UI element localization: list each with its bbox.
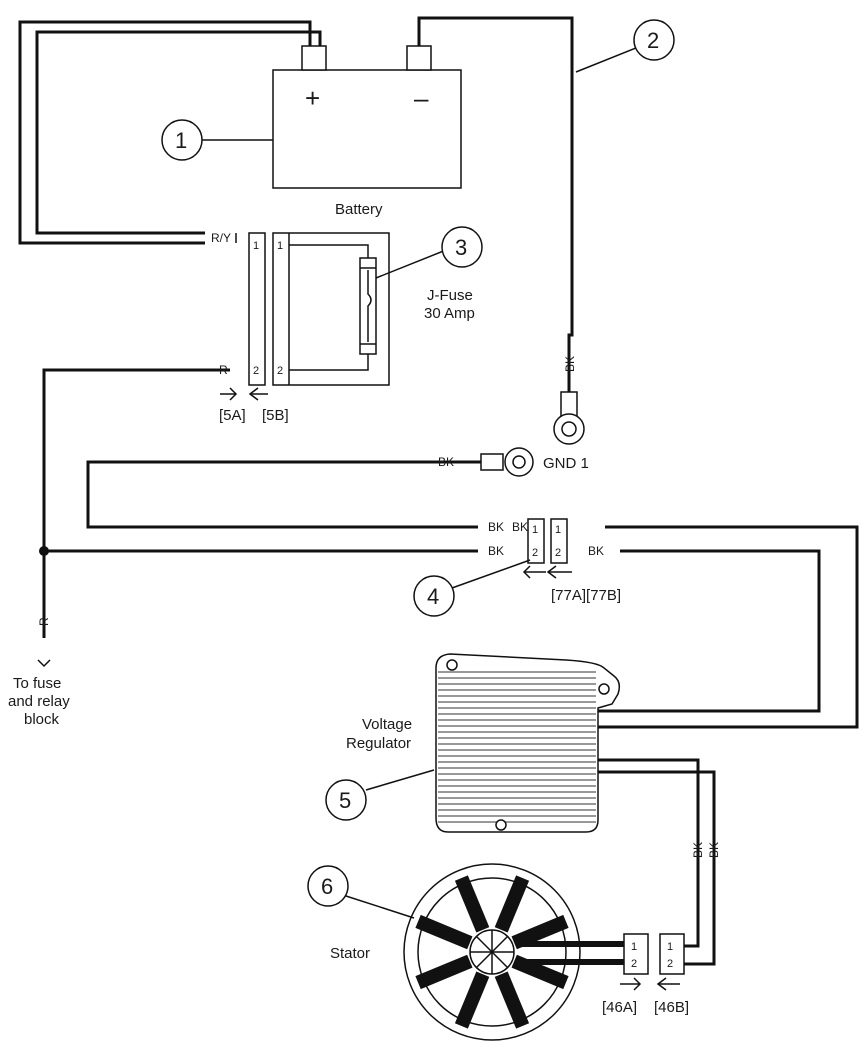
svg-text:5: 5 <box>339 788 351 813</box>
battery-negative-wire <box>417 16 574 392</box>
connector-77-label: [77A][77B] <box>551 587 621 604</box>
stator-pole <box>454 971 490 1029</box>
connector-77b <box>550 518 568 564</box>
battery-label: Battery <box>335 201 383 218</box>
svg-text:BK: BK <box>512 520 528 534</box>
fuse-callout-leader <box>375 249 447 279</box>
regulator-wire-2 <box>598 549 821 713</box>
svg-text:BK: BK <box>588 544 604 558</box>
svg-text:2: 2 <box>647 28 659 53</box>
regulator-body <box>435 653 621 833</box>
svg-text:2: 2 <box>631 958 637 970</box>
fuse-label-line1: J-Fuse <box>427 287 473 304</box>
battery-body <box>272 69 462 189</box>
stator-wire-1 <box>598 758 700 948</box>
stator-pole <box>511 914 569 950</box>
ground-wire-bk <box>86 460 481 529</box>
svg-text:6: 6 <box>321 874 333 899</box>
svg-text:2: 2 <box>253 365 259 377</box>
stator-pole <box>415 914 473 950</box>
regulator-mount-hole-1 <box>446 659 458 671</box>
battery-minus-sign: – <box>414 83 429 113</box>
callout-4: 4 <box>413 575 455 617</box>
callout-5: 5 <box>325 779 367 821</box>
connector-46: 1 2 1 2 [46A] [46B] <box>602 933 689 1016</box>
fuse-block-label-3: block <box>24 711 60 728</box>
regulator-fins <box>438 671 596 823</box>
connector-5a <box>248 232 266 386</box>
ground-1-label: GND 1 <box>543 455 589 472</box>
stator-label: Stator <box>330 945 370 962</box>
voltage-regulator: Voltage Regulator <box>346 653 621 833</box>
wire-label-r-vertical: R <box>37 617 51 626</box>
callout-1: 1 <box>161 119 273 161</box>
ground-1: GND 1 <box>543 391 589 472</box>
svg-text:BK: BK <box>488 520 504 534</box>
connector-46b <box>659 933 685 975</box>
wire-label-bk-gnd: BK <box>563 356 577 372</box>
svg-text:1: 1 <box>631 941 637 953</box>
wire-label-bk-stator-2: BK <box>707 842 721 858</box>
ground-ring-terminal <box>480 453 504 471</box>
connector-46a-label: [46A] <box>602 999 637 1016</box>
regulator-label-line2: Regulator <box>346 735 411 752</box>
stator-pole <box>494 875 530 933</box>
svg-text:2: 2 <box>555 547 561 559</box>
fuse-block-label-2: and relay <box>8 693 70 710</box>
battery: + – Battery <box>272 45 462 218</box>
connector-46a <box>623 933 649 975</box>
connector-77-callout-leader <box>451 559 531 589</box>
wire-break-symbol <box>37 659 51 668</box>
wire-label-bk-stator-1: BK <box>691 842 705 858</box>
fuse-block-label-1: To fuse <box>13 675 61 692</box>
callout-2: 2 <box>575 19 675 73</box>
battery-negative-terminal <box>406 45 432 71</box>
svg-text:2: 2 <box>667 958 673 970</box>
svg-text:1: 1 <box>532 524 538 536</box>
svg-text:BK: BK <box>488 544 504 558</box>
stator-callout-leader <box>345 895 415 919</box>
svg-text:1: 1 <box>277 240 283 252</box>
svg-text:1: 1 <box>253 240 259 252</box>
svg-text:1: 1 <box>667 941 673 953</box>
stator-wire-2 <box>598 770 716 966</box>
wire-label-ry: R/Y <box>211 231 231 245</box>
regulator-mount-hole-2 <box>598 683 610 695</box>
svg-text:3: 3 <box>455 235 467 260</box>
svg-text:2: 2 <box>532 547 538 559</box>
stator-pole <box>494 971 530 1029</box>
stator-pole <box>415 954 473 990</box>
stator: Stator <box>330 863 581 1041</box>
battery-positive-wire <box>18 20 322 245</box>
battery-plus-sign: + <box>305 83 320 113</box>
svg-text:1: 1 <box>555 524 561 536</box>
connector-5a-label: [5A] <box>219 407 246 424</box>
callout-3: 3 <box>441 226 483 268</box>
svg-text:1: 1 <box>175 128 187 153</box>
battery-positive-terminal <box>301 45 327 71</box>
connector-5: 1 2 1 2 R/Y [5A] [5B] <box>211 231 390 424</box>
regulator-label-line1: Voltage <box>362 716 412 733</box>
red-wire-to-fuse-block <box>42 368 230 638</box>
wire-label-bk-gnd-ring: BK <box>438 455 454 469</box>
connector-77a <box>527 518 545 564</box>
svg-text:2: 2 <box>277 365 283 377</box>
regulator-callout-leader <box>365 769 435 791</box>
connector-46b-label: [46B] <box>654 999 689 1016</box>
svg-text:4: 4 <box>427 584 439 609</box>
connector-5b-label: [5B] <box>262 407 289 424</box>
regulator-wire-1 <box>598 525 859 729</box>
regulator-mount-hole-3 <box>495 819 507 831</box>
connector-77: 1 2 1 2 BK BK BK BK [77A][77B] <box>488 518 621 604</box>
stator-pole <box>454 875 490 933</box>
fuse-label-line2: 30 Amp <box>424 305 475 322</box>
wire-label-r: R <box>219 363 228 377</box>
stator-poles <box>415 875 569 1029</box>
callout-6: 6 <box>307 865 349 907</box>
